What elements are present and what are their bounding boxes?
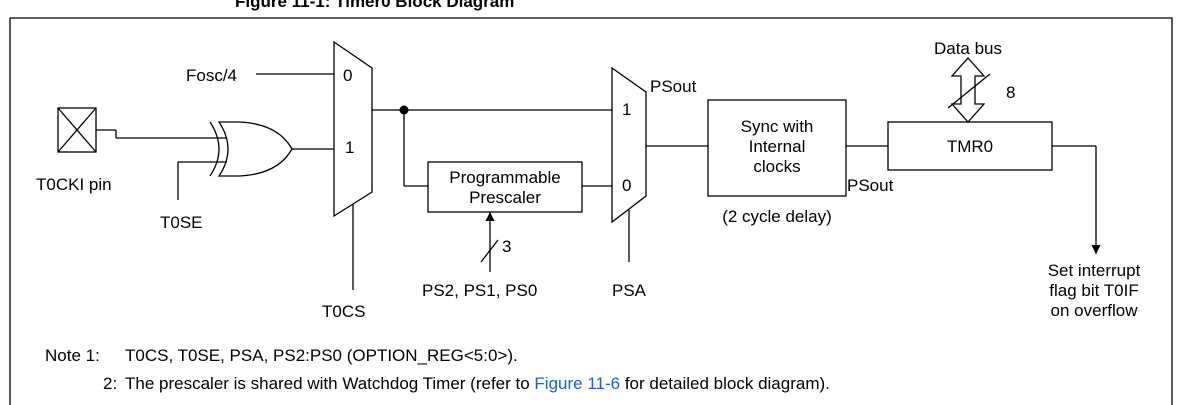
psout-bottom-label: PSout — [847, 176, 894, 195]
ps-width-label: 3 — [502, 237, 511, 256]
psa-label: PSA — [612, 281, 647, 300]
sync-label-line3: clocks — [753, 157, 800, 176]
t0cs-label: T0CS — [322, 302, 365, 321]
programmable-prescaler — [427, 161, 583, 213]
figure-frame — [9, 17, 1173, 405]
ps-bits-label: PS2, PS1, PS0 — [422, 281, 537, 300]
xor-gate — [209, 121, 293, 177]
fosc4-label: Fosc/4 — [186, 66, 237, 85]
data-bus-label: Data bus — [934, 39, 1002, 58]
t0se-label: T0SE — [160, 213, 203, 232]
cycle-delay-label: (2 cycle delay) — [722, 207, 832, 226]
prescaler-label-line2: Prescaler — [469, 188, 541, 207]
figure-11-6-link[interactable]: Figure 11-6 — [534, 374, 620, 393]
bus-width-label: 8 — [1006, 83, 1015, 102]
tmr0-register — [887, 121, 1053, 171]
mux1-input-0-label: 0 — [343, 66, 352, 85]
note2-prefix: 2: — [103, 374, 117, 393]
note2-text: The prescaler is shared with Watchdog Ti… — [125, 374, 830, 393]
psout-top-label: PSout — [650, 77, 697, 96]
interrupt-label-line1: Set interrupt — [1048, 261, 1141, 280]
sync-internal-clocks-block — [707, 99, 847, 197]
t0cki-pin-label: T0CKI pin — [36, 175, 112, 194]
sync-label-line2: Internal — [749, 137, 806, 156]
figure-title: Figure 11-1: Timer0 Block Diagram — [235, 0, 514, 11]
note2-text-a: The prescaler is shared with Watchdog Ti… — [125, 374, 534, 393]
t0cki-pin-symbol — [57, 107, 97, 153]
clock-source-mux — [333, 40, 373, 218]
prescaler-label-line1: Programmable — [449, 168, 561, 187]
prescaler-assign-mux — [611, 66, 647, 224]
mux2-input-1-label: 1 — [622, 100, 631, 119]
tmr0-label: TMR0 — [947, 137, 993, 156]
mux2-input-0-label: 0 — [622, 176, 631, 195]
note1-prefix: Note 1: — [45, 346, 100, 365]
sync-label-line1: Sync with — [741, 117, 814, 136]
data-bus-arrow — [950, 57, 986, 123]
mux1-input-1-label: 1 — [345, 138, 354, 157]
interrupt-label-line2: flag bit T0IF — [1049, 281, 1138, 300]
note2-text-b: for detailed block diagram). — [620, 374, 830, 393]
note1-text: T0CS, T0SE, PSA, PS2:PS0 (OPTION_REG<5:0… — [125, 346, 518, 365]
interrupt-label-line3: on overflow — [1051, 301, 1139, 320]
